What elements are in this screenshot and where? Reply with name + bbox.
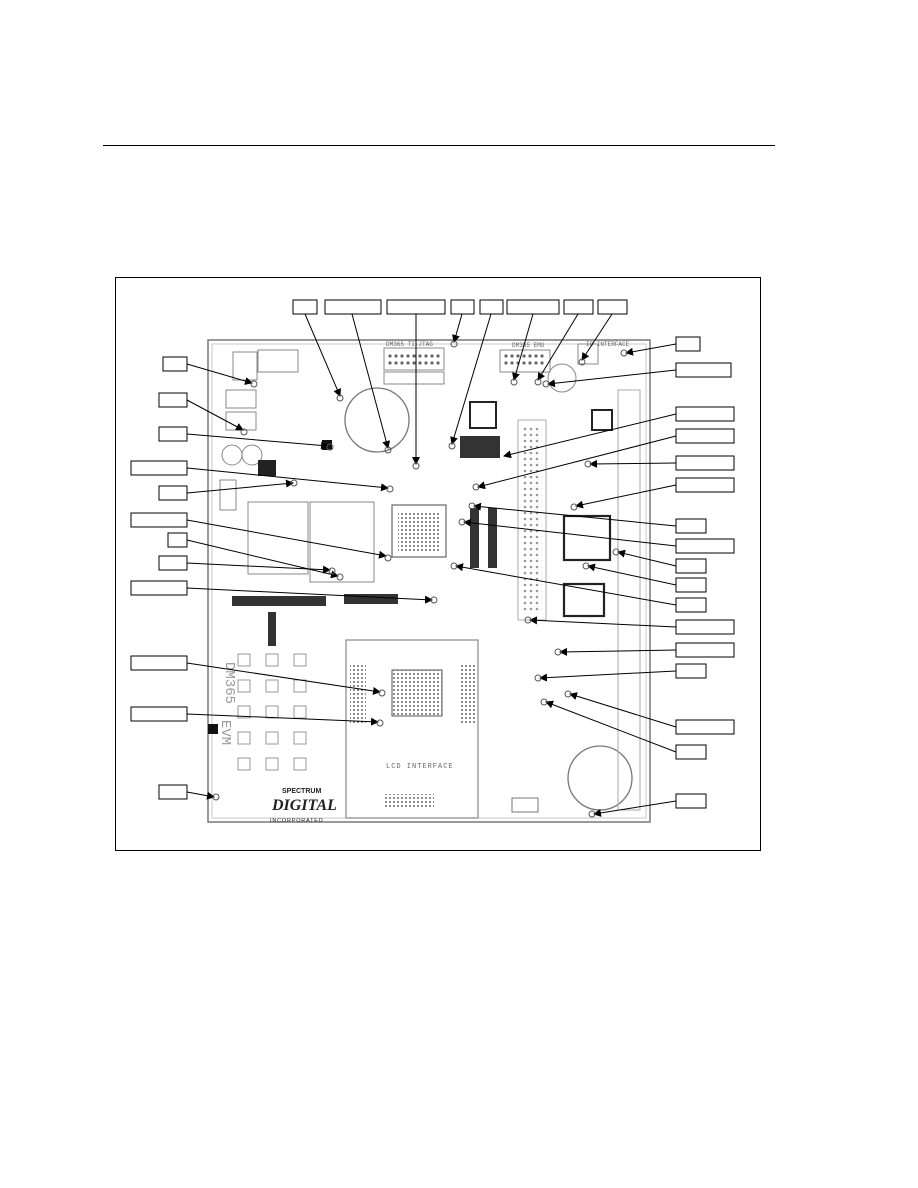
callout-box bbox=[450, 299, 475, 315]
lcd-header-left bbox=[350, 664, 366, 724]
black-pad bbox=[208, 724, 218, 734]
processor-bga-balls bbox=[398, 511, 440, 551]
lcd-bottom-header bbox=[384, 794, 434, 808]
callout-box bbox=[675, 518, 707, 534]
logo-incorporated: INCORPORATED bbox=[270, 818, 324, 824]
callout-box bbox=[675, 744, 707, 760]
callout-box bbox=[675, 642, 735, 658]
right-expansion-pins bbox=[522, 426, 542, 614]
qfp-ic-right bbox=[562, 514, 612, 562]
spectrum-digital-logo: SPECTRUM DIGITAL INCORPORATED bbox=[270, 788, 337, 824]
logo-spectrum: SPECTRUM bbox=[282, 788, 321, 795]
callout-box bbox=[158, 784, 188, 800]
lcd-bga bbox=[391, 669, 443, 717]
callout-box bbox=[675, 619, 735, 635]
silk-dm365-emu: DM365 EMU bbox=[512, 342, 545, 349]
keypad-buttons bbox=[237, 653, 307, 771]
header-rule bbox=[103, 145, 775, 146]
callout-box bbox=[675, 577, 707, 593]
logo-digital: DIGITAL bbox=[271, 797, 337, 814]
callout-box bbox=[158, 392, 188, 408]
callout-box bbox=[162, 356, 188, 372]
silk-io-interface: IO INTERFACE bbox=[586, 341, 630, 348]
callout-box bbox=[675, 336, 701, 352]
pcb-outline bbox=[207, 339, 651, 823]
callout-box bbox=[597, 299, 628, 315]
callout-box bbox=[130, 655, 188, 671]
pcb-inner-outline bbox=[211, 343, 647, 819]
lcd-header-right bbox=[460, 664, 476, 724]
callout-box bbox=[158, 555, 188, 571]
qfp-ic-right-2 bbox=[562, 582, 606, 618]
callout-box bbox=[130, 580, 188, 596]
callout-box bbox=[158, 426, 188, 442]
silk-title-evm: EVM bbox=[217, 720, 233, 745]
callout-box bbox=[675, 597, 707, 613]
callout-box bbox=[167, 532, 188, 548]
silk-title-dm365: DM365 bbox=[221, 662, 237, 704]
callout-box bbox=[479, 299, 504, 315]
lcd-small-connector bbox=[511, 797, 539, 813]
callout-box bbox=[130, 706, 188, 722]
test-points bbox=[212, 340, 628, 818]
callout-box bbox=[506, 299, 560, 315]
leader-lines bbox=[186, 313, 677, 817]
callout-box bbox=[675, 428, 735, 444]
callout-box bbox=[675, 558, 707, 574]
top-connectors bbox=[232, 343, 599, 385]
top-header-pins bbox=[388, 354, 544, 365]
qfp-ic-top-right bbox=[591, 409, 613, 431]
qfp-ic-top bbox=[469, 401, 497, 429]
memory-strips bbox=[232, 436, 500, 646]
callout-box bbox=[130, 512, 188, 528]
callout-box bbox=[675, 538, 735, 554]
callout-box bbox=[563, 299, 594, 315]
callout-box bbox=[675, 719, 735, 735]
figure-frame bbox=[115, 277, 761, 851]
callout-box bbox=[130, 460, 188, 476]
callout-box bbox=[292, 299, 318, 315]
callout-box bbox=[675, 362, 732, 378]
callout-box bbox=[675, 663, 707, 679]
lcd-interface-area bbox=[345, 639, 479, 819]
callout-box bbox=[675, 455, 735, 471]
callout-boxes bbox=[130, 299, 735, 809]
callout-box bbox=[675, 477, 735, 493]
callout-box bbox=[386, 299, 446, 315]
callout-box bbox=[324, 299, 382, 315]
small-ic-1 bbox=[258, 460, 276, 476]
callout-box bbox=[675, 793, 707, 809]
silk-lcd-interface: LCD INTERFACE bbox=[386, 763, 454, 771]
coin-battery bbox=[344, 387, 410, 453]
processor-bga bbox=[391, 504, 447, 558]
round-connector bbox=[547, 363, 577, 393]
coin-battery-bottom bbox=[567, 745, 633, 811]
callout-box bbox=[158, 485, 188, 501]
callout-box bbox=[675, 406, 735, 422]
silk-dm365-ti-jtag: DM365 TI-JTAG bbox=[386, 341, 433, 348]
